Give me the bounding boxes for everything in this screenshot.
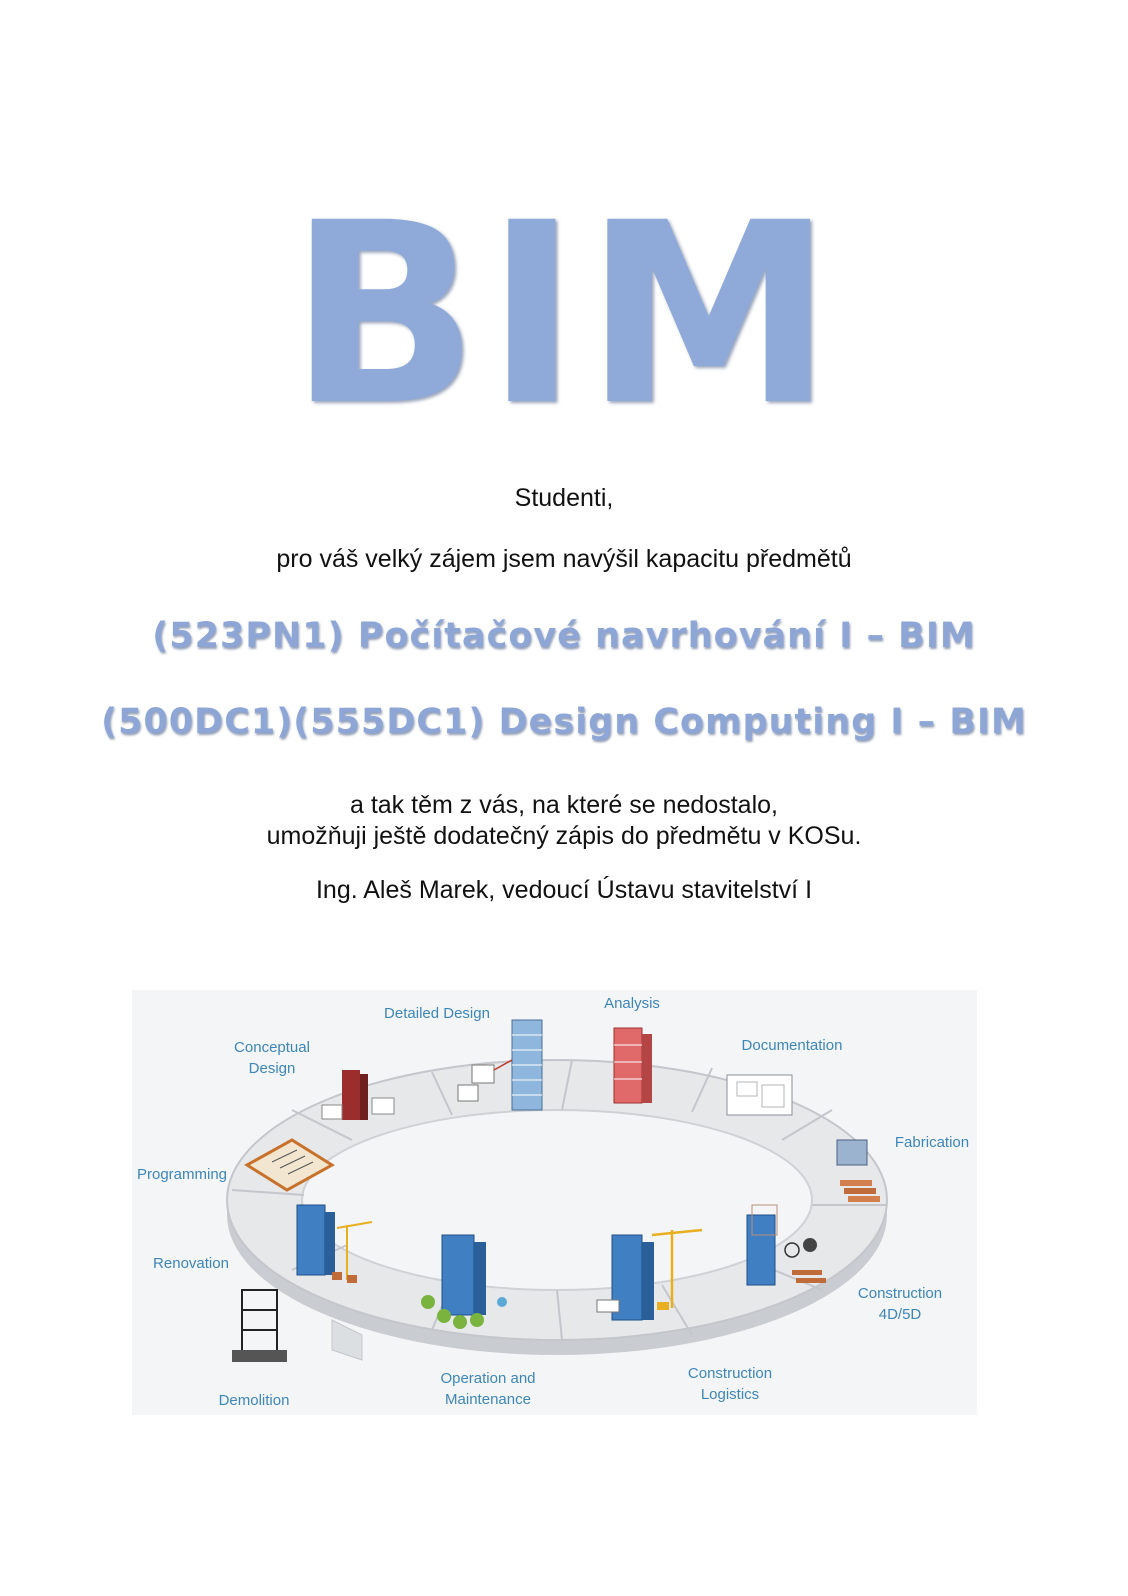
detailed-design-building	[457, 1019, 543, 1111]
label-programming: Programming	[137, 1166, 227, 1183]
operation-building	[421, 1234, 507, 1329]
label-analysis: Analysis	[604, 995, 660, 1012]
course-title-2: (500DC1)(555DC1) Design Computing I – BI…	[101, 702, 1027, 742]
fabrication-machine	[836, 1139, 880, 1202]
intro-text: pro váš velký zájem jsem navýšil kapacit…	[276, 545, 852, 573]
construction-building	[746, 1204, 826, 1286]
label-construction-logistics-2: Logistics	[701, 1386, 759, 1403]
greeting: Studenti,	[514, 484, 614, 512]
analysis-building	[613, 1027, 652, 1104]
bim-lifecycle-diagram: Detailed Design Analysis Conceptual Desi…	[132, 990, 977, 1415]
label-construction-4d5d-1: Construction	[858, 1285, 942, 1302]
label-operation-maintenance-2: Maintenance	[445, 1391, 531, 1408]
body-line-1: a tak těm z vás, na které se nedostalo,	[349, 791, 778, 819]
label-construction-logistics-1: Construction	[688, 1365, 772, 1382]
signature: Ing. Aleš Marek, vedoucí Ústavu stavitel…	[315, 876, 813, 904]
label-operation-maintenance-1: Operation and	[440, 1370, 535, 1387]
label-detailed-design: Detailed Design	[384, 1005, 490, 1022]
bim-logo: BIM	[288, 169, 840, 460]
demolition-building	[232, 1289, 287, 1362]
conceptual-design-building	[321, 1070, 395, 1120]
label-conceptual-design-1: Conceptual	[234, 1039, 310, 1056]
label-renovation: Renovation	[153, 1255, 229, 1272]
label-construction-4d5d-2: 4D/5D	[879, 1306, 922, 1323]
programming-clipboard	[244, 1138, 335, 1192]
label-demolition: Demolition	[219, 1392, 290, 1409]
body-text: a tak těm z vás, na které se nedostalo, …	[0, 790, 1128, 852]
documentation-drawing	[726, 1074, 793, 1116]
label-fabrication: Fabrication	[895, 1134, 969, 1151]
label-conceptual-design-2: Design	[249, 1060, 296, 1077]
body-line-2: umožňuji ještě dodatečný zápis do předmě…	[266, 822, 862, 850]
logistics-building	[596, 1228, 703, 1321]
label-documentation: Documentation	[742, 1037, 843, 1054]
course-title-1: (523PN1) Počítačové navrhování I – BIM	[152, 616, 976, 656]
lifecycle-ring	[226, 1059, 888, 1361]
renovation-building	[296, 1204, 373, 1283]
